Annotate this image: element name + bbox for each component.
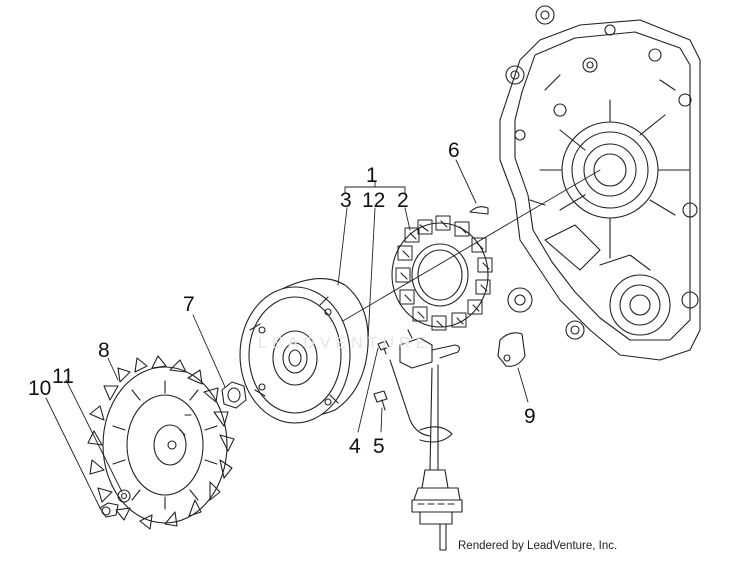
callout-11: 11 <box>52 365 74 388</box>
leader-lines <box>45 159 529 509</box>
callout-12: 12 <box>362 189 386 212</box>
callout-2: 2 <box>397 189 409 212</box>
callout-10: 10 <box>28 377 52 400</box>
crankcase-housing <box>499 5 701 361</box>
stator-coil <box>391 215 493 331</box>
flywheel-rotor <box>239 278 369 424</box>
callout-3: 3 <box>340 189 352 212</box>
fan-screw <box>99 502 119 518</box>
callout-9: 9 <box>524 405 536 428</box>
callout-5: 5 <box>373 435 385 458</box>
wire-clamp <box>497 332 526 367</box>
callout-4: 4 <box>349 435 361 458</box>
render-credit: Rendered by LeadVenture, Inc. <box>458 540 618 552</box>
callout-6: 6 <box>448 139 460 162</box>
washer <box>117 489 131 503</box>
callout-1: 1 <box>366 164 378 187</box>
flywheel-nut <box>221 381 247 409</box>
callout-8: 8 <box>98 339 110 362</box>
callout-7: 7 <box>183 293 195 316</box>
watermark: LEADVENTURE <box>258 335 432 352</box>
pickup-and-harness <box>389 329 463 551</box>
cooling-fan <box>87 355 235 530</box>
screw-4 <box>377 340 390 355</box>
woodruff-key <box>469 206 489 215</box>
screw-5 <box>373 390 388 411</box>
